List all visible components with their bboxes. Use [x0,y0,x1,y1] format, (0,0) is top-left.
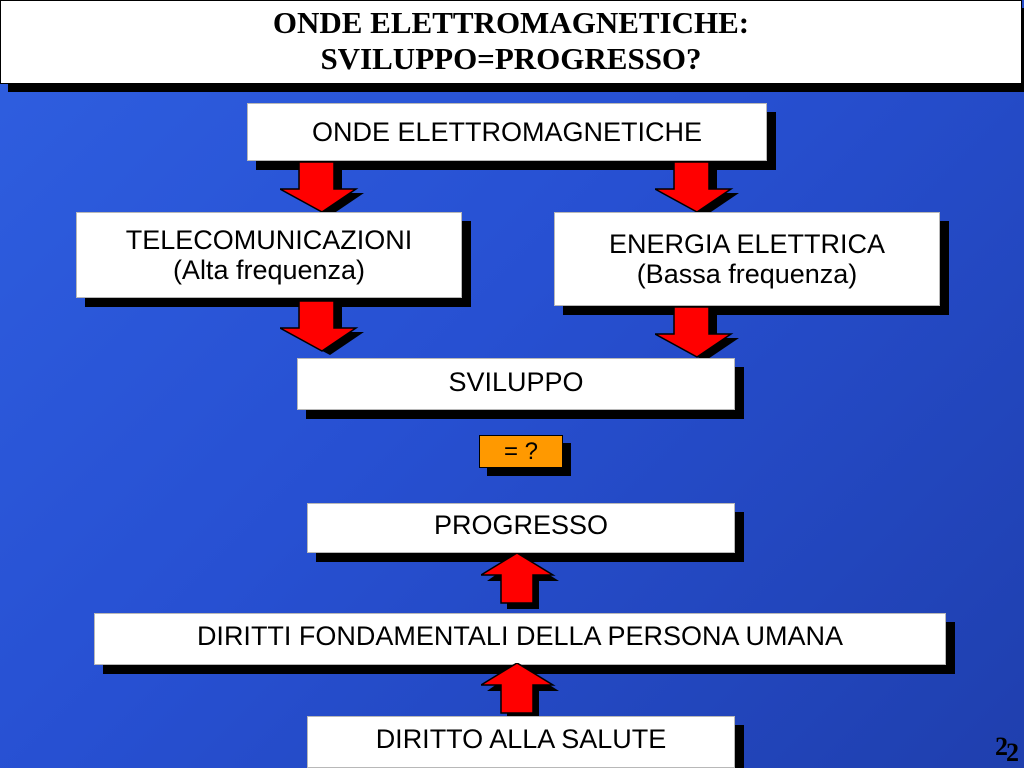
arrow-up-icon [481,553,565,609]
arrow-down-icon [655,162,739,218]
slide-number-shadow: 2 [1006,738,1019,767]
box-label: SVILUPPO [448,367,584,397]
box-equals-question: = ? [479,435,563,468]
box-telecomunicazioni: TELECOMUNICAZIONI (Alta frequenza) [76,212,462,298]
box-label: DIRITTO ALLA SALUTE [375,724,667,754]
title-line-2: SVILUPPO=PROGRESSO? [320,41,702,76]
box-sublabel: (Bassa frequenza) [636,259,858,289]
box-sviluppo: SVILUPPO [297,358,735,410]
box-label: ENERGIA ELETTRICA [608,229,886,259]
box-diritto-salute: DIRITTO ALLA SALUTE [307,716,735,768]
page-title: ONDE ELETTROMAGNETICHE: SVILUPPO=PROGRES… [0,0,1022,84]
arrow-down-icon [655,307,739,363]
box-onde-elettromagnetiche: ONDE ELETTROMAGNETICHE [247,103,767,161]
box-label: DIRITTI FONDAMENTALI DELLA PERSONA UMANA [196,621,844,651]
box-energia-elettrica: ENERGIA ELETTRICA (Bassa frequenza) [554,212,940,306]
box-diritti-fondamentali: DIRITTI FONDAMENTALI DELLA PERSONA UMANA [94,613,946,665]
arrow-up-icon [481,663,565,719]
arrow-down-icon [280,162,364,218]
box-label: = ? [503,437,539,465]
arrow-down-icon [280,301,364,357]
box-progresso: PROGRESSO [307,503,735,553]
slide-number: 2 [995,732,1008,761]
box-sublabel: (Alta frequenza) [172,255,366,285]
box-label: PROGRESSO [433,510,609,540]
title-line-1: ONDE ELETTROMAGNETICHE: [272,5,750,40]
box-label: TELECOMUNICAZIONI [125,225,413,255]
box-label: ONDE ELETTROMAGNETICHE [311,117,703,147]
